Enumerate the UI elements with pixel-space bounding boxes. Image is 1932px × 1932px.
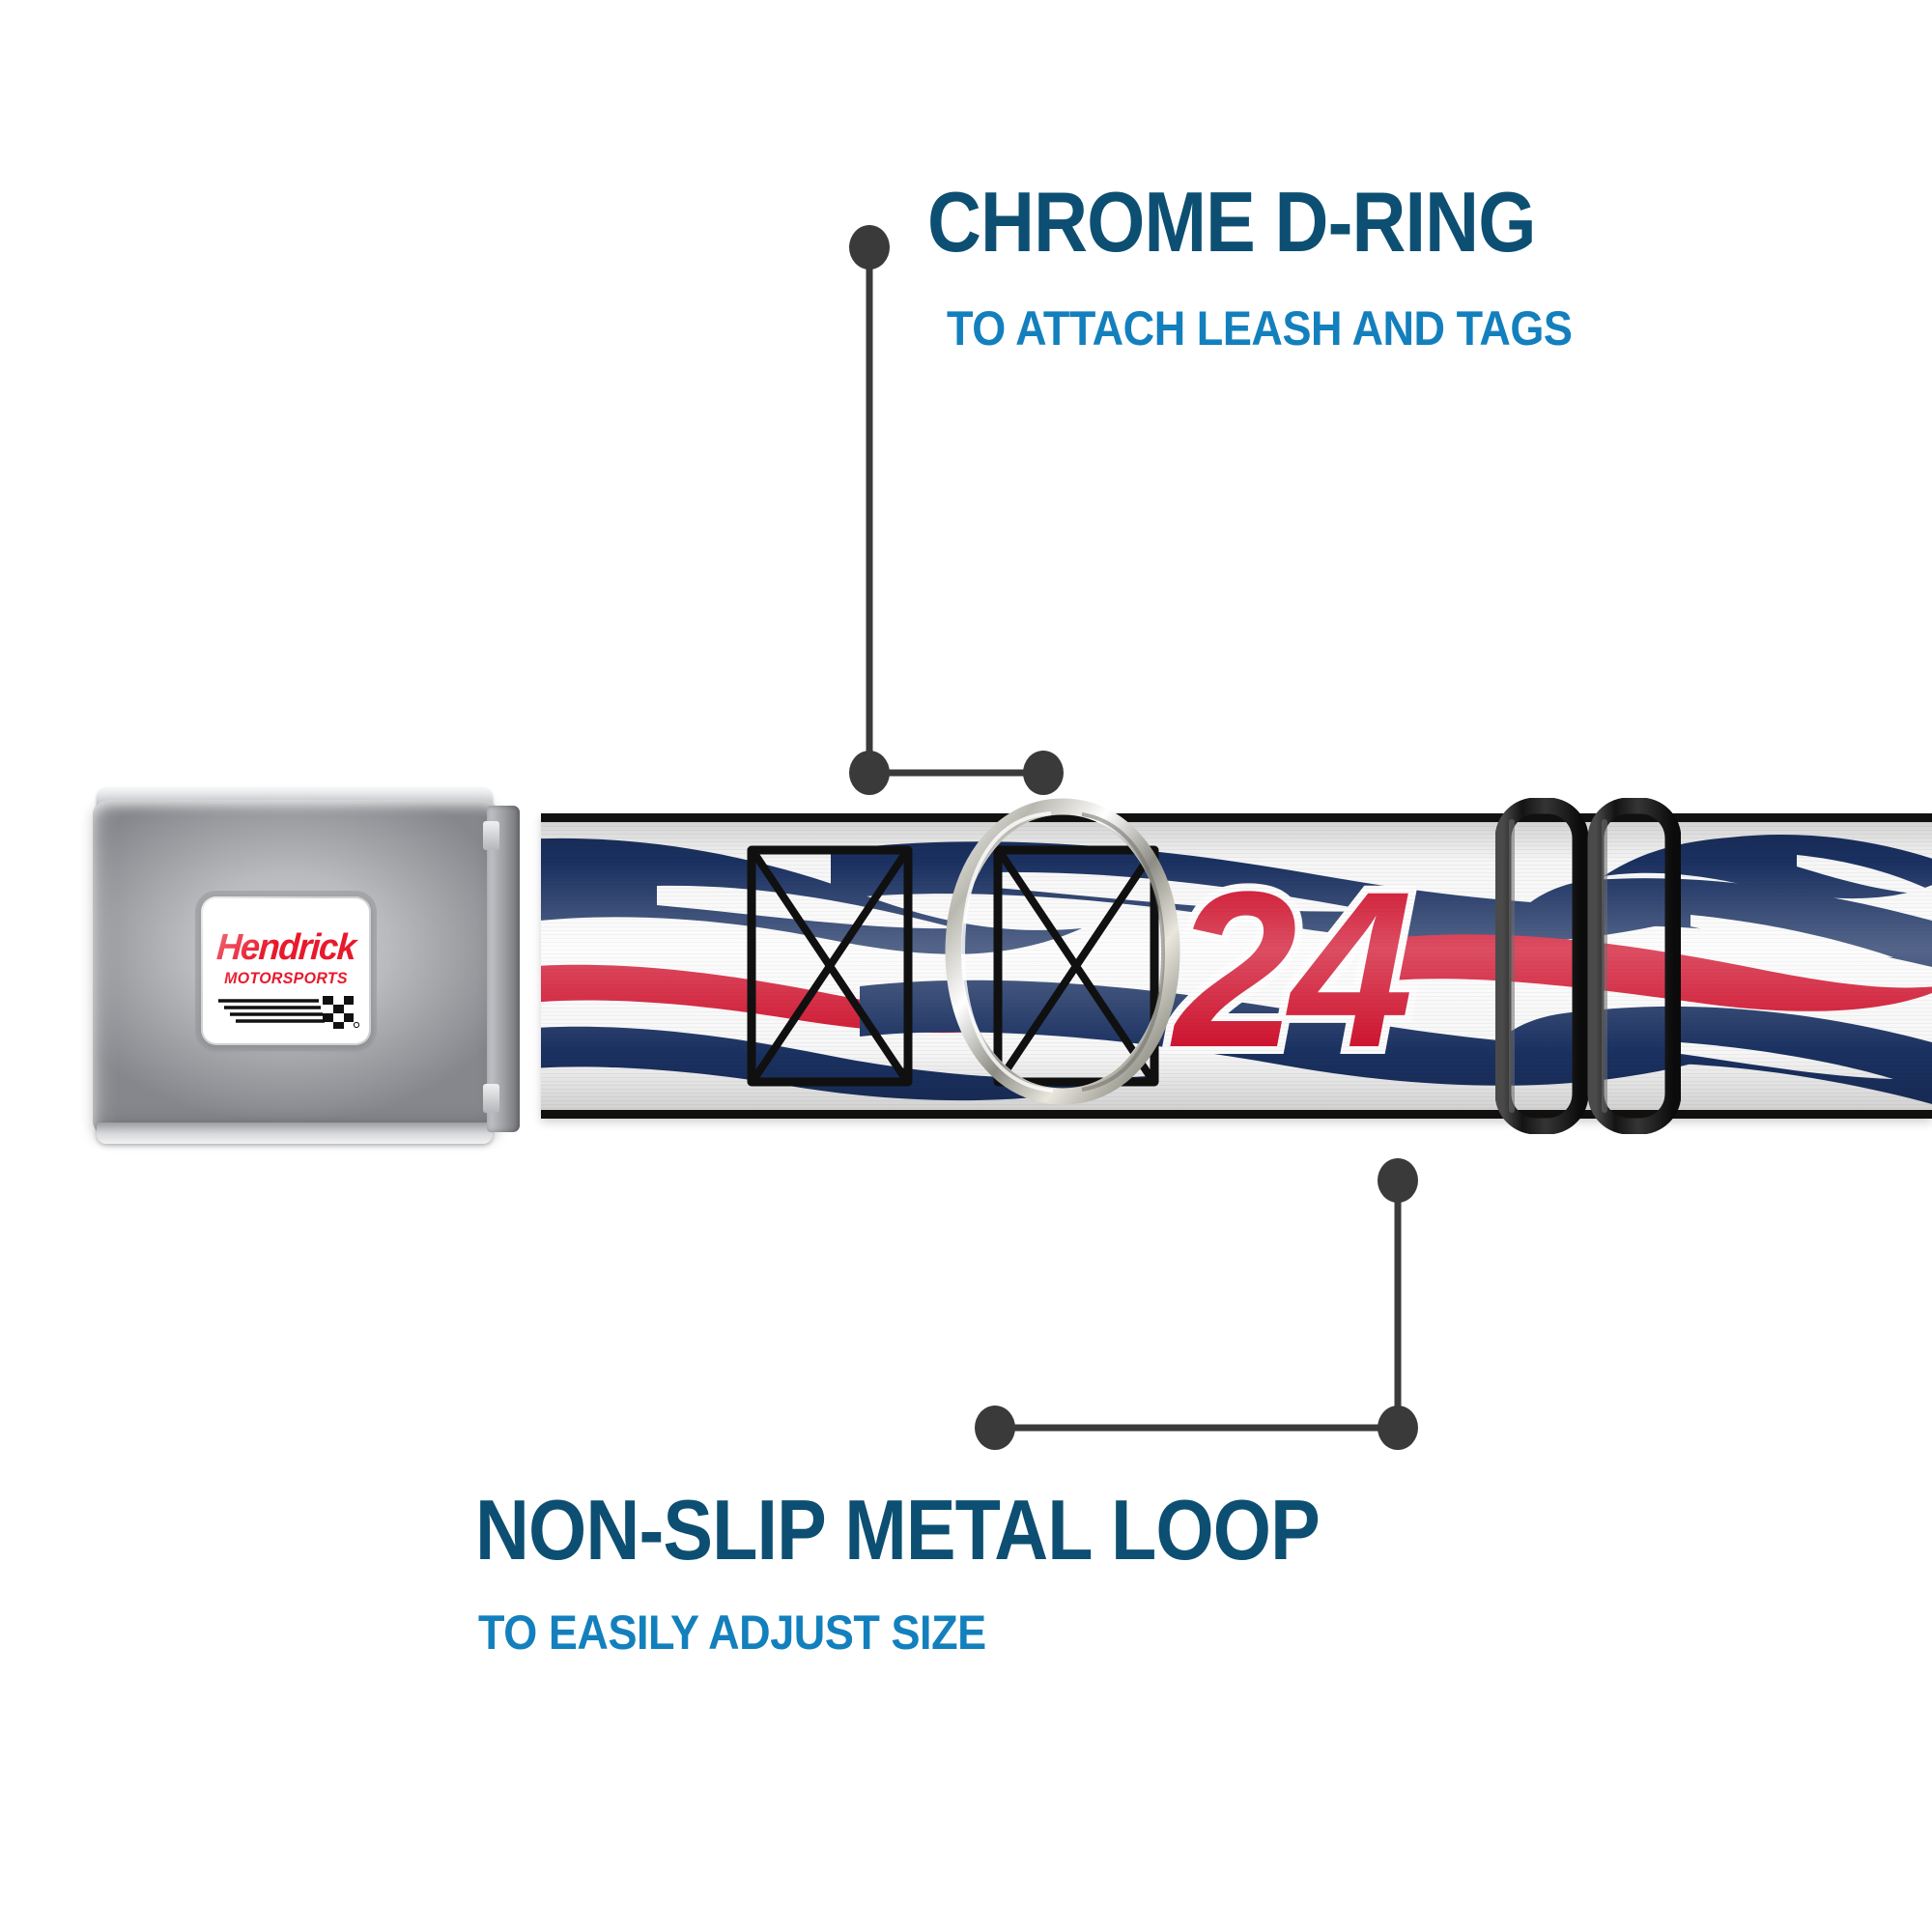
metal-slider-loop-icon [1495, 798, 1681, 1134]
svg-text:24: 24 [1170, 845, 1409, 1094]
callout-subtitle-chrome-d-ring: TO ATTACH LEASH AND TAGS [947, 301, 1573, 355]
d-ring-icon [945, 798, 1180, 1105]
leader-dot-end [975, 1406, 1015, 1450]
webbing-number-24: 24 [1162, 838, 1425, 1101]
buckle-notch-bottom [483, 1084, 499, 1113]
box-x-stitch-right [993, 845, 1159, 1087]
product-photo: 24 [0, 753, 1932, 1179]
leader-line-non-slip-metal-loop [975, 1158, 1418, 1450]
buckle-logo-plate: Hendrick MOTORSPORTS [201, 896, 371, 1045]
leader-dot-corner [1378, 1406, 1418, 1450]
seatbelt-buckle: Hendrick MOTORSPORTS [93, 782, 529, 1154]
buckle-bottom-rim [97, 1122, 493, 1144]
buckle-side-tab [487, 806, 520, 1132]
hendrick-wordmark: Hendrick [215, 927, 356, 968]
box-x-stitch-left [747, 845, 913, 1087]
checkered-flag-speed-lines-icon [218, 996, 359, 1029]
webbing-flame-pattern: 24 [541, 822, 1932, 1110]
hendrick-motorsports-subtext: MOTORSPORTS [224, 969, 348, 987]
leader-dot-top [849, 225, 890, 270]
callout-subtitle-non-slip-metal-loop: TO EASILY ADJUST SIZE [478, 1605, 986, 1660]
callout-title-non-slip-metal-loop: NON-SLIP METAL LOOP [475, 1482, 1321, 1577]
buckle-notch-top [483, 821, 499, 850]
callout-title-chrome-d-ring: CHROME D-RING [927, 174, 1536, 270]
